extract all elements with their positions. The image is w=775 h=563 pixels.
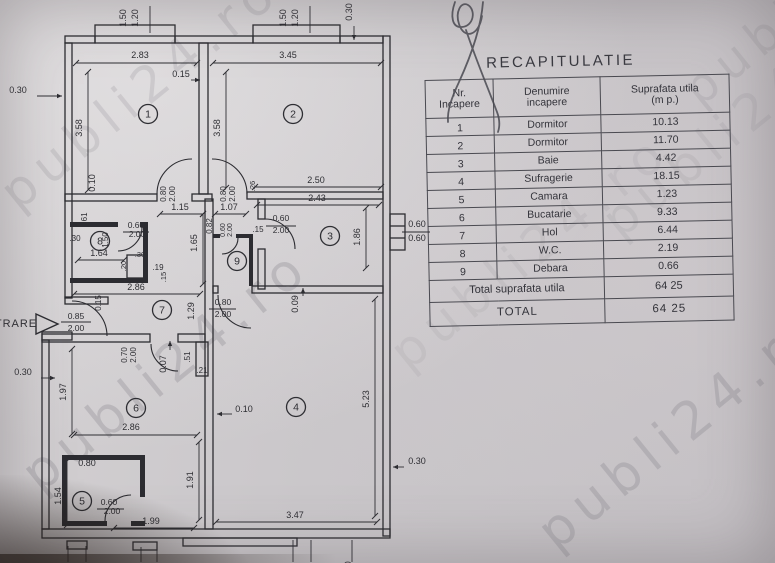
dim-label: 0.80 <box>78 458 96 468</box>
dim-label: .15 <box>159 272 168 282</box>
dim-label: 0.30 <box>14 367 32 377</box>
dim-label: 0.60 <box>408 233 426 243</box>
walls <box>41 24 406 551</box>
dim-label: .51 <box>183 351 192 363</box>
dim-label: 0.09 <box>290 295 300 313</box>
dim-label: 0.30 <box>9 85 27 95</box>
dim-label: 0.60 <box>408 219 426 229</box>
entrance-arrow-icon <box>35 312 60 336</box>
dim-label: 0.60 <box>128 220 145 230</box>
dim-label: 0.82 <box>205 218 214 234</box>
dim-label: .15 <box>252 225 264 234</box>
room-number-marker <box>285 396 307 418</box>
room-number-marker <box>89 230 111 252</box>
dim-label: 1.29 <box>186 302 196 320</box>
dim-label: 1.50 <box>118 9 128 27</box>
dim-label: 1.54 <box>53 487 63 505</box>
room-number: 7 <box>159 305 165 317</box>
dim-label: 5.23 <box>361 390 371 408</box>
dim-label: 0.10 <box>235 404 253 414</box>
room-number-marker <box>319 225 341 247</box>
room-number: 3 <box>327 231 333 243</box>
dim-label: 0.10 <box>87 174 97 192</box>
dim-label: .30 <box>69 234 81 243</box>
dim-label: 0.60 <box>273 213 290 223</box>
room-number: 2 <box>290 109 296 121</box>
dim-label: 3.58 <box>74 119 84 137</box>
dim-label: 1.99 <box>142 516 160 526</box>
dim-label: .30 <box>135 250 145 259</box>
entrance-label: TRARE <box>0 318 37 330</box>
dim-label: 1.50 <box>278 9 288 27</box>
dim-label: .20 <box>119 261 128 271</box>
dim-label: 2.00 <box>228 186 237 202</box>
dim-label: 0.80 <box>219 186 228 202</box>
dim-label: 2.00 <box>68 323 85 333</box>
dim-label: 0.07 <box>158 355 168 373</box>
room-number-marker <box>226 250 248 272</box>
dim-label: 2.83 <box>131 50 149 60</box>
dim-label: 0.30 <box>408 456 426 466</box>
room-number: 4 <box>293 402 299 414</box>
room-number: 8 <box>97 236 103 248</box>
dim-label: 1.64 <box>90 248 108 258</box>
dim-label: 1.50 <box>101 232 110 248</box>
dim-label: 0.15 <box>172 69 190 79</box>
dim-label: .21 <box>196 366 208 375</box>
entrance-door-arc <box>71 300 108 337</box>
dim-label: 1.97 <box>58 383 68 401</box>
dim-label: 1.91 <box>185 471 195 489</box>
room-number: 9 <box>234 256 240 268</box>
dim-label: 3.45 <box>279 50 297 60</box>
dim-label: 2.86 <box>122 422 140 432</box>
dim-label: 3.58 <box>212 119 222 137</box>
window-room2 <box>252 24 341 44</box>
dim-label: 0.30 <box>344 3 354 21</box>
dim-label: 2.00 <box>227 223 234 237</box>
dim-label: 2.86 <box>127 282 145 292</box>
dim-label: 2.00 <box>215 309 232 319</box>
dim-label: 1.65 <box>189 234 199 252</box>
dim-label: 0.80 <box>159 186 168 202</box>
dim-label: 3.47 <box>286 510 304 520</box>
room-number-marker <box>137 103 159 125</box>
room-number-marker <box>282 103 304 125</box>
window-room1 <box>94 24 176 44</box>
dim-label: 0.80 <box>215 297 232 307</box>
dim-label: 2.00 <box>129 229 146 239</box>
room-number: 5 <box>79 496 85 508</box>
dim-label: 2.50 <box>307 175 325 185</box>
dim-label: 2.43 <box>308 193 326 203</box>
room-number: 6 <box>133 403 139 415</box>
dim-label: .61 <box>80 212 89 224</box>
dim-label: .19 <box>152 263 164 272</box>
pen-squiggle <box>446 1 501 133</box>
dim-label: 1.07 <box>220 202 238 212</box>
room-number: 1 <box>145 109 151 121</box>
room-number-marker <box>151 299 173 321</box>
door-arcs <box>71 158 296 522</box>
dim-label: 2.00 <box>273 225 290 235</box>
extension-lines <box>67 6 353 562</box>
dim-label: 2.00 <box>168 186 177 202</box>
dim-label: 2.00 <box>104 506 121 516</box>
dim-label: 0.60 <box>220 223 227 237</box>
dim-label: 1.20 <box>130 9 140 27</box>
dim-label: 0.70 <box>120 347 129 363</box>
dim-label: 0.15 <box>94 295 103 311</box>
dim-label: .26 <box>248 181 257 191</box>
window-room4 <box>182 537 298 547</box>
dim-label: 1.15 <box>171 202 189 212</box>
dim-label: 1.20 <box>290 9 300 27</box>
dim-label: 0.85 <box>68 311 85 321</box>
dim-label: 1.86 <box>352 228 362 246</box>
room-number-marker <box>125 397 147 419</box>
dim-label: 2.00 <box>129 347 138 363</box>
